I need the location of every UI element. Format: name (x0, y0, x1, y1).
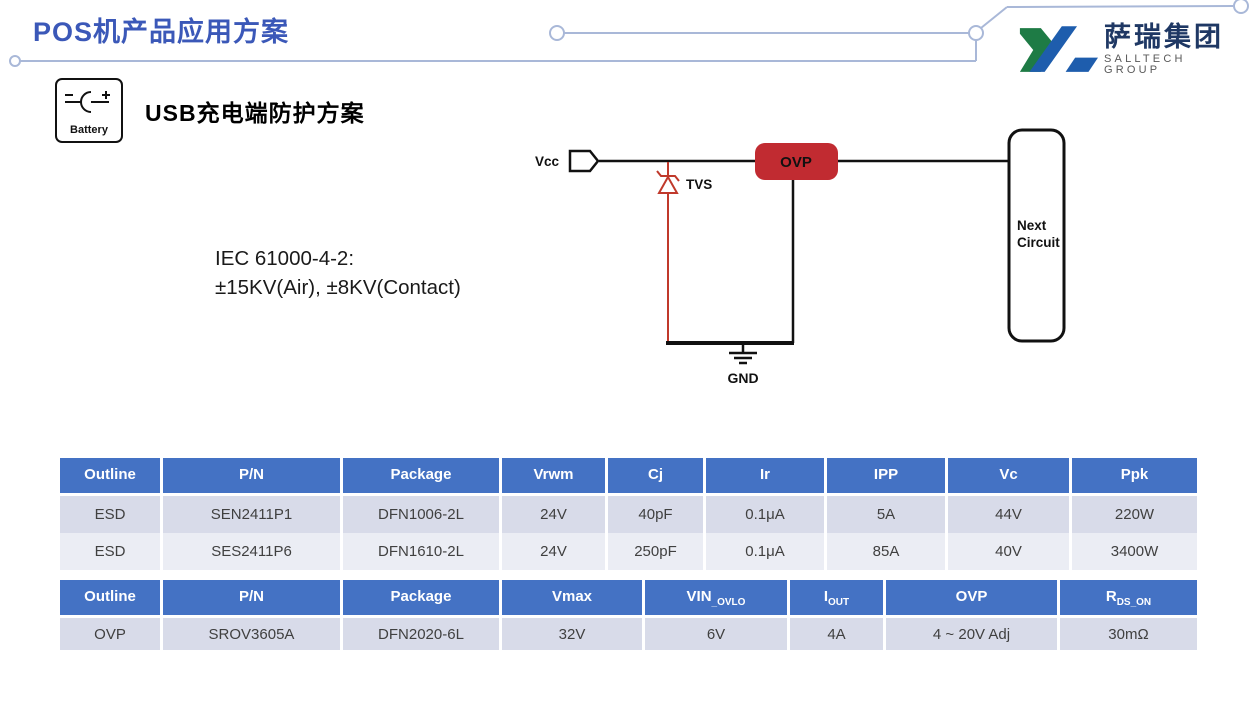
iec-standard-note: IEC 61000-4-2: ±15KV(Air), ±8KV(Contact) (215, 244, 461, 302)
col-header: P/N (163, 458, 343, 496)
iec-line1: IEC 61000-4-2: (215, 247, 355, 270)
section-heading-latin: USB (145, 100, 197, 126)
col-header: Package (343, 580, 502, 618)
decorative-lines (9, 0, 1249, 67)
ground-symbol-icon (729, 345, 757, 365)
cell: DFN1006-2L (343, 496, 502, 533)
ovp-block (755, 143, 838, 180)
cell: 40V (948, 533, 1072, 570)
salltech-logo-icon (1019, 26, 1098, 72)
cell: 32V (502, 618, 645, 650)
vcc-connector-icon (568, 149, 600, 173)
cell: 220W (1072, 496, 1197, 533)
col-header: Outline (60, 580, 163, 618)
col-header: P/N (163, 580, 343, 618)
ovp-spec-table: Outline P/N Package Vmax VIN_OVLO IOUT O… (60, 580, 1197, 650)
cell: ESD (60, 533, 163, 570)
vcc-label: Vcc (535, 154, 560, 169)
col-header: Outline (60, 458, 163, 496)
circuit-diagram: Vcc TVS OVP GND Next Circuit (535, 128, 1066, 386)
battery-icon: Battery (55, 78, 123, 143)
cell: 24V (502, 533, 608, 570)
cell: ESD (60, 496, 163, 533)
cell: DFN1610-2L (343, 533, 502, 570)
cell: 4 ~ 20V Adj (886, 618, 1060, 650)
page-title: POS机产品应用方案 (33, 17, 290, 47)
ovp-label: OVP (780, 154, 812, 171)
cell: 6V (645, 618, 790, 650)
col-header: RDS_ON (1060, 580, 1197, 618)
cell: SROV3605A (163, 618, 343, 650)
cell: 44V (948, 496, 1072, 533)
section-heading: USB充电端防护方案 (145, 94, 365, 128)
cell: DFN2020-6L (343, 618, 502, 650)
cell: SES2411P6 (163, 533, 343, 570)
cell: SEN2411P1 (163, 496, 343, 533)
cell: 250pF (608, 533, 706, 570)
company-logo: 萨瑞集团 SALLTECH GROUP (1018, 24, 1246, 76)
col-header: Cj (608, 458, 706, 496)
table-header-row: Outline P/N Package Vmax VIN_OVLO IOUT O… (60, 580, 1197, 618)
section-heading-cn: 充电端防护方案 (196, 101, 365, 126)
cell: 30mΩ (1060, 618, 1197, 650)
col-header: Ir (706, 458, 827, 496)
cell: OVP (60, 618, 163, 650)
col-header: OVP (886, 580, 1060, 618)
col-header: IPP (827, 458, 948, 496)
col-header: Ppk (1072, 458, 1197, 496)
next-circuit-label-line2: Circuit (1017, 235, 1060, 250)
next-circuit-label-line1: Next (1017, 218, 1047, 233)
gnd-label: GND (727, 370, 758, 386)
cell: 0.1μA (706, 496, 827, 533)
col-header: Vrwm (502, 458, 608, 496)
battery-label: Battery (70, 124, 108, 136)
table-row: ESD SES2411P6 DFN1610-2L 24V 250pF 0.1μA… (60, 533, 1197, 570)
cell: 24V (502, 496, 608, 533)
cell: 40pF (608, 496, 706, 533)
cell: 4A (790, 618, 886, 650)
tvs-diode-icon (656, 162, 680, 343)
col-header: IOUT (790, 580, 886, 618)
tvs-label: TVS (686, 177, 712, 192)
col-header: Vmax (502, 580, 645, 618)
next-circuit-block (1007, 128, 1066, 343)
cell: 3400W (1072, 533, 1197, 570)
table-row: ESD SEN2411P1 DFN1006-2L 24V 40pF 0.1μA … (60, 496, 1197, 533)
table-header-row: Outline P/N Package Vrwm Cj Ir IPP Vc Pp… (60, 458, 1197, 496)
col-header: Package (343, 458, 502, 496)
esd-spec-table: Outline P/N Package Vrwm Cj Ir IPP Vc Pp… (60, 458, 1197, 570)
logo-text-en: SALLTECH GROUP (1104, 53, 1186, 76)
cell: 85A (827, 533, 948, 570)
cell: 5A (827, 496, 948, 533)
iec-line2: ±15KV(Air), ±8KV(Contact) (215, 276, 461, 299)
cell: 0.1μA (706, 533, 827, 570)
battery-symbol-icon (65, 91, 110, 113)
col-header: VIN_OVLO (645, 580, 790, 618)
col-header: Vc (948, 458, 1072, 496)
logo-text-cn: 萨瑞集团 (1104, 22, 1224, 52)
table-row: OVP SROV3605A DFN2020-6L 32V 6V 4A 4 ~ 2… (60, 618, 1197, 650)
